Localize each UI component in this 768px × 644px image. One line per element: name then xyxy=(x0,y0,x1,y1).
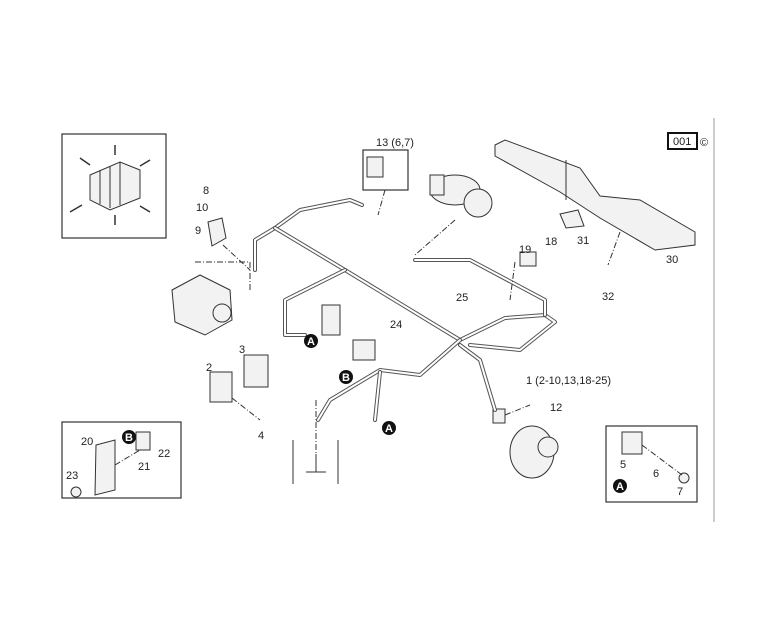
callout-31: 31 xyxy=(577,235,589,247)
nut-23-part xyxy=(70,486,82,498)
reference-code-box xyxy=(667,132,698,150)
connector-5-part xyxy=(621,431,643,455)
injection-pump-part xyxy=(171,274,233,336)
callout-22: 22 xyxy=(158,448,170,460)
svg-text:B: B xyxy=(342,372,350,384)
inset-box-connector-a xyxy=(605,425,698,503)
callout-10: 10 xyxy=(196,202,208,214)
svg-text:A: A xyxy=(385,423,393,435)
copyright-mark: © xyxy=(700,137,708,149)
callout-30: 30 xyxy=(666,254,678,266)
sensor-9-part xyxy=(207,217,227,247)
relay-2-part xyxy=(209,371,233,403)
callout-25: 25 xyxy=(456,292,468,304)
callout-12: 12 xyxy=(550,402,562,414)
inset-box-relay-assembly xyxy=(61,133,167,239)
plug-7-part xyxy=(678,472,690,484)
svg-text:A: A xyxy=(307,336,315,348)
marker-a-2: A xyxy=(382,421,396,435)
solenoid-part xyxy=(321,304,341,336)
bracket-20-part xyxy=(94,439,116,496)
alternator-part xyxy=(509,425,559,479)
inset-box-bracket xyxy=(61,421,182,499)
wiring-harness xyxy=(253,198,557,422)
callout-18: 18 xyxy=(545,236,557,248)
callout-19: 19 xyxy=(519,244,531,256)
callout-1: 1 (2-10,13,18-25) xyxy=(526,375,611,387)
clip-21-part xyxy=(135,431,151,451)
marker-b-2: B xyxy=(122,430,136,444)
callout-24: 24 xyxy=(390,319,402,331)
reference-code: 001 xyxy=(673,136,691,148)
marker-a-1: A xyxy=(304,334,318,348)
svg-text:A: A xyxy=(616,481,624,493)
connector-13-part xyxy=(366,156,384,178)
relay-block-part xyxy=(69,145,151,225)
svg-text:B: B xyxy=(125,432,133,444)
clip-31-part xyxy=(559,209,585,229)
bracket-30-part xyxy=(494,139,696,251)
ground-symbol xyxy=(292,440,339,484)
marker-a-3: A xyxy=(613,479,627,493)
callout-21: 21 xyxy=(138,461,150,473)
callout-9: 9 xyxy=(195,225,201,237)
callout-23: 23 xyxy=(66,470,78,482)
starter-motor-part xyxy=(429,174,493,218)
connector-12-part xyxy=(492,408,506,424)
marker-b-1: B xyxy=(339,370,353,384)
callout-3: 3 xyxy=(239,344,245,356)
leader-lines xyxy=(114,189,683,476)
relay-3-part xyxy=(243,354,269,388)
inset-box-connector-13 xyxy=(362,149,409,191)
callout-13: 13 (6,7) xyxy=(376,137,414,149)
sensor-19-part xyxy=(519,251,537,267)
callout-20: 20 xyxy=(81,436,93,448)
callout-32: 32 xyxy=(602,291,614,303)
callout-6: 6 xyxy=(653,468,659,480)
callout-5: 5 xyxy=(620,459,626,471)
callout-4: 4 xyxy=(258,430,264,442)
callout-8: 8 xyxy=(203,185,209,197)
callout-2: 2 xyxy=(206,362,212,374)
connector-b-part xyxy=(352,339,376,361)
callout-7: 7 xyxy=(677,486,683,498)
